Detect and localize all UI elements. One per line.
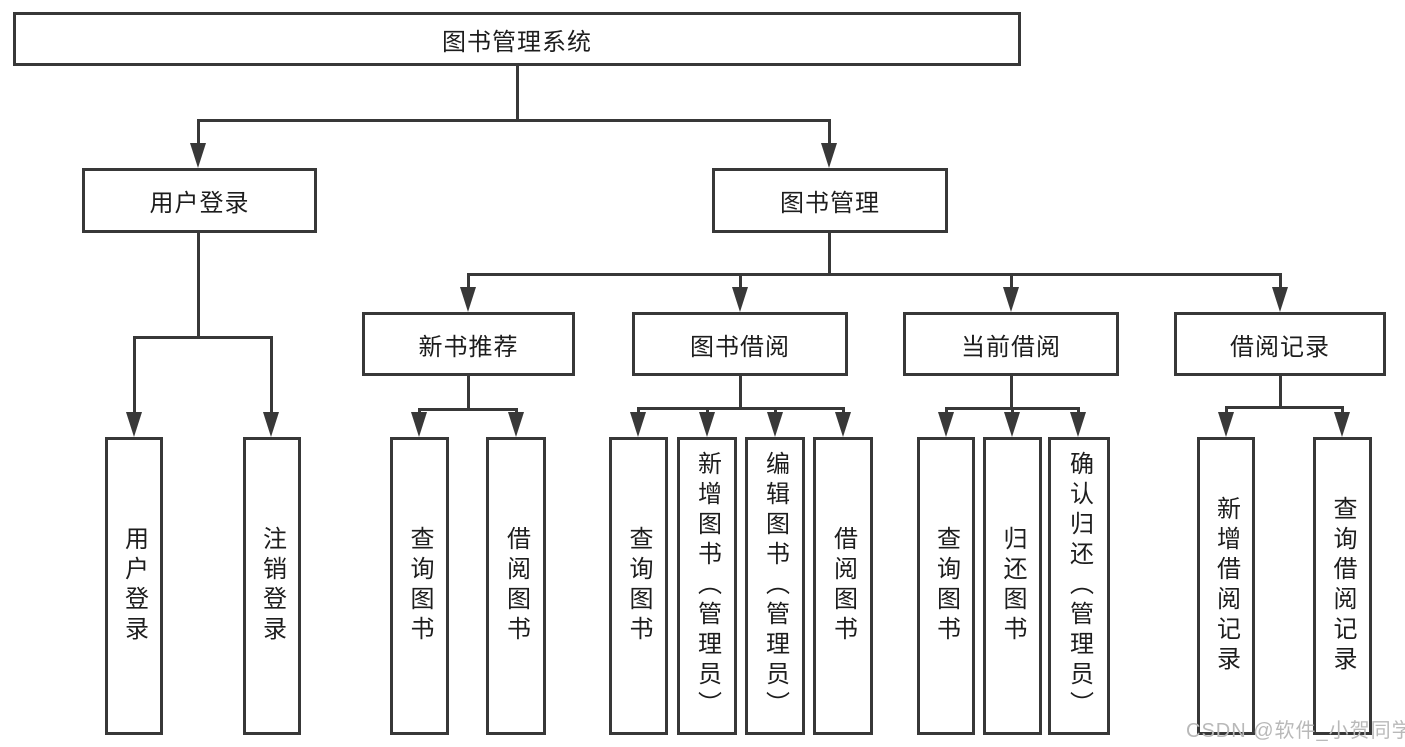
connector-stub bbox=[637, 407, 640, 414]
arrowhead-down-icon bbox=[1004, 412, 1020, 437]
node-user-login: 用户登录 bbox=[82, 168, 317, 233]
connector-stub bbox=[467, 273, 470, 290]
arrowhead-down-icon bbox=[1334, 412, 1350, 437]
connector-root-drop bbox=[516, 66, 519, 120]
leaf-borrow-books: 借阅图书 bbox=[486, 437, 546, 735]
node-book-borrow: 图书借阅 bbox=[632, 312, 848, 376]
csdn-watermark: CSDN @软件_小贺同学 bbox=[1186, 720, 1405, 742]
connector-drop bbox=[467, 376, 470, 410]
node-root: 图书管理系统 bbox=[13, 12, 1021, 66]
connector-bus bbox=[467, 273, 1281, 276]
connector-stub bbox=[945, 407, 948, 414]
arrowhead-down-icon bbox=[835, 412, 851, 437]
connector-stub bbox=[739, 273, 742, 290]
connector-bus bbox=[637, 407, 845, 410]
arrowhead-down-icon bbox=[508, 412, 524, 437]
connector-stub bbox=[197, 119, 200, 147]
connector-stub bbox=[270, 336, 273, 415]
arrowhead-down-icon bbox=[630, 412, 646, 437]
connector-stub bbox=[774, 407, 777, 414]
connector-stub bbox=[1225, 406, 1228, 414]
connector-stub bbox=[515, 408, 518, 414]
connector-root-bus bbox=[197, 119, 831, 122]
connector-stub bbox=[1077, 407, 1080, 414]
leaf-return-books: 归还图书 bbox=[983, 437, 1042, 735]
leaf-edit-books-admin: 编辑图书（管理员） bbox=[745, 437, 805, 735]
connector-drop bbox=[1279, 376, 1282, 409]
arrowhead-down-icon bbox=[126, 412, 142, 437]
leaf-query-books: 查询图书 bbox=[917, 437, 975, 735]
connector-stub bbox=[1011, 407, 1014, 414]
leaf-query-borrow-record: 查询借阅记录 bbox=[1313, 437, 1372, 735]
leaf-add-borrow-record: 新增借阅记录 bbox=[1197, 437, 1255, 735]
leaf-confirm-return-admin: 确认归还（管理员） bbox=[1048, 437, 1110, 735]
arrowhead-down-icon bbox=[938, 412, 954, 437]
leaf-logout: 注销登录 bbox=[243, 437, 301, 735]
connector-bus bbox=[1225, 406, 1343, 409]
connector-stub bbox=[1279, 273, 1282, 290]
arrowhead-down-icon bbox=[732, 287, 748, 312]
arrowhead-down-icon bbox=[263, 412, 279, 437]
leaf-user-login: 用户登录 bbox=[105, 437, 163, 735]
connector-stub bbox=[1341, 406, 1344, 414]
connector-drop bbox=[1010, 376, 1013, 410]
connector-drop bbox=[739, 376, 742, 410]
node-book-management: 图书管理 bbox=[712, 168, 948, 233]
node-new-book-recommend: 新书推荐 bbox=[362, 312, 575, 376]
node-borrow-records: 借阅记录 bbox=[1174, 312, 1386, 376]
connector-stub bbox=[706, 407, 709, 414]
leaf-add-books-admin: 新增图书（管理员） bbox=[677, 437, 737, 735]
arrowhead-down-icon bbox=[460, 287, 476, 312]
connector-stub bbox=[828, 119, 831, 147]
arrowhead-down-icon bbox=[699, 412, 715, 437]
connector-drop bbox=[828, 233, 831, 276]
arrowhead-down-icon bbox=[1070, 412, 1086, 437]
connector-bus bbox=[418, 408, 518, 411]
arrowhead-down-icon bbox=[190, 143, 206, 168]
arrowhead-down-icon bbox=[767, 412, 783, 437]
arrowhead-down-icon bbox=[821, 143, 837, 168]
connector-stub bbox=[418, 408, 421, 414]
connector-stub bbox=[842, 407, 845, 414]
leaf-borrow-books: 借阅图书 bbox=[813, 437, 873, 735]
connector-stub bbox=[133, 336, 136, 415]
node-current-borrow: 当前借阅 bbox=[903, 312, 1119, 376]
arrowhead-down-icon bbox=[1003, 287, 1019, 312]
connector-stub bbox=[1010, 273, 1013, 290]
connector-bus bbox=[133, 336, 273, 339]
arrowhead-down-icon bbox=[1272, 287, 1288, 312]
connector-drop bbox=[197, 233, 200, 339]
arrowhead-down-icon bbox=[1218, 412, 1234, 437]
leaf-query-books: 查询图书 bbox=[390, 437, 449, 735]
arrowhead-down-icon bbox=[411, 412, 427, 437]
leaf-query-books: 查询图书 bbox=[609, 437, 668, 735]
